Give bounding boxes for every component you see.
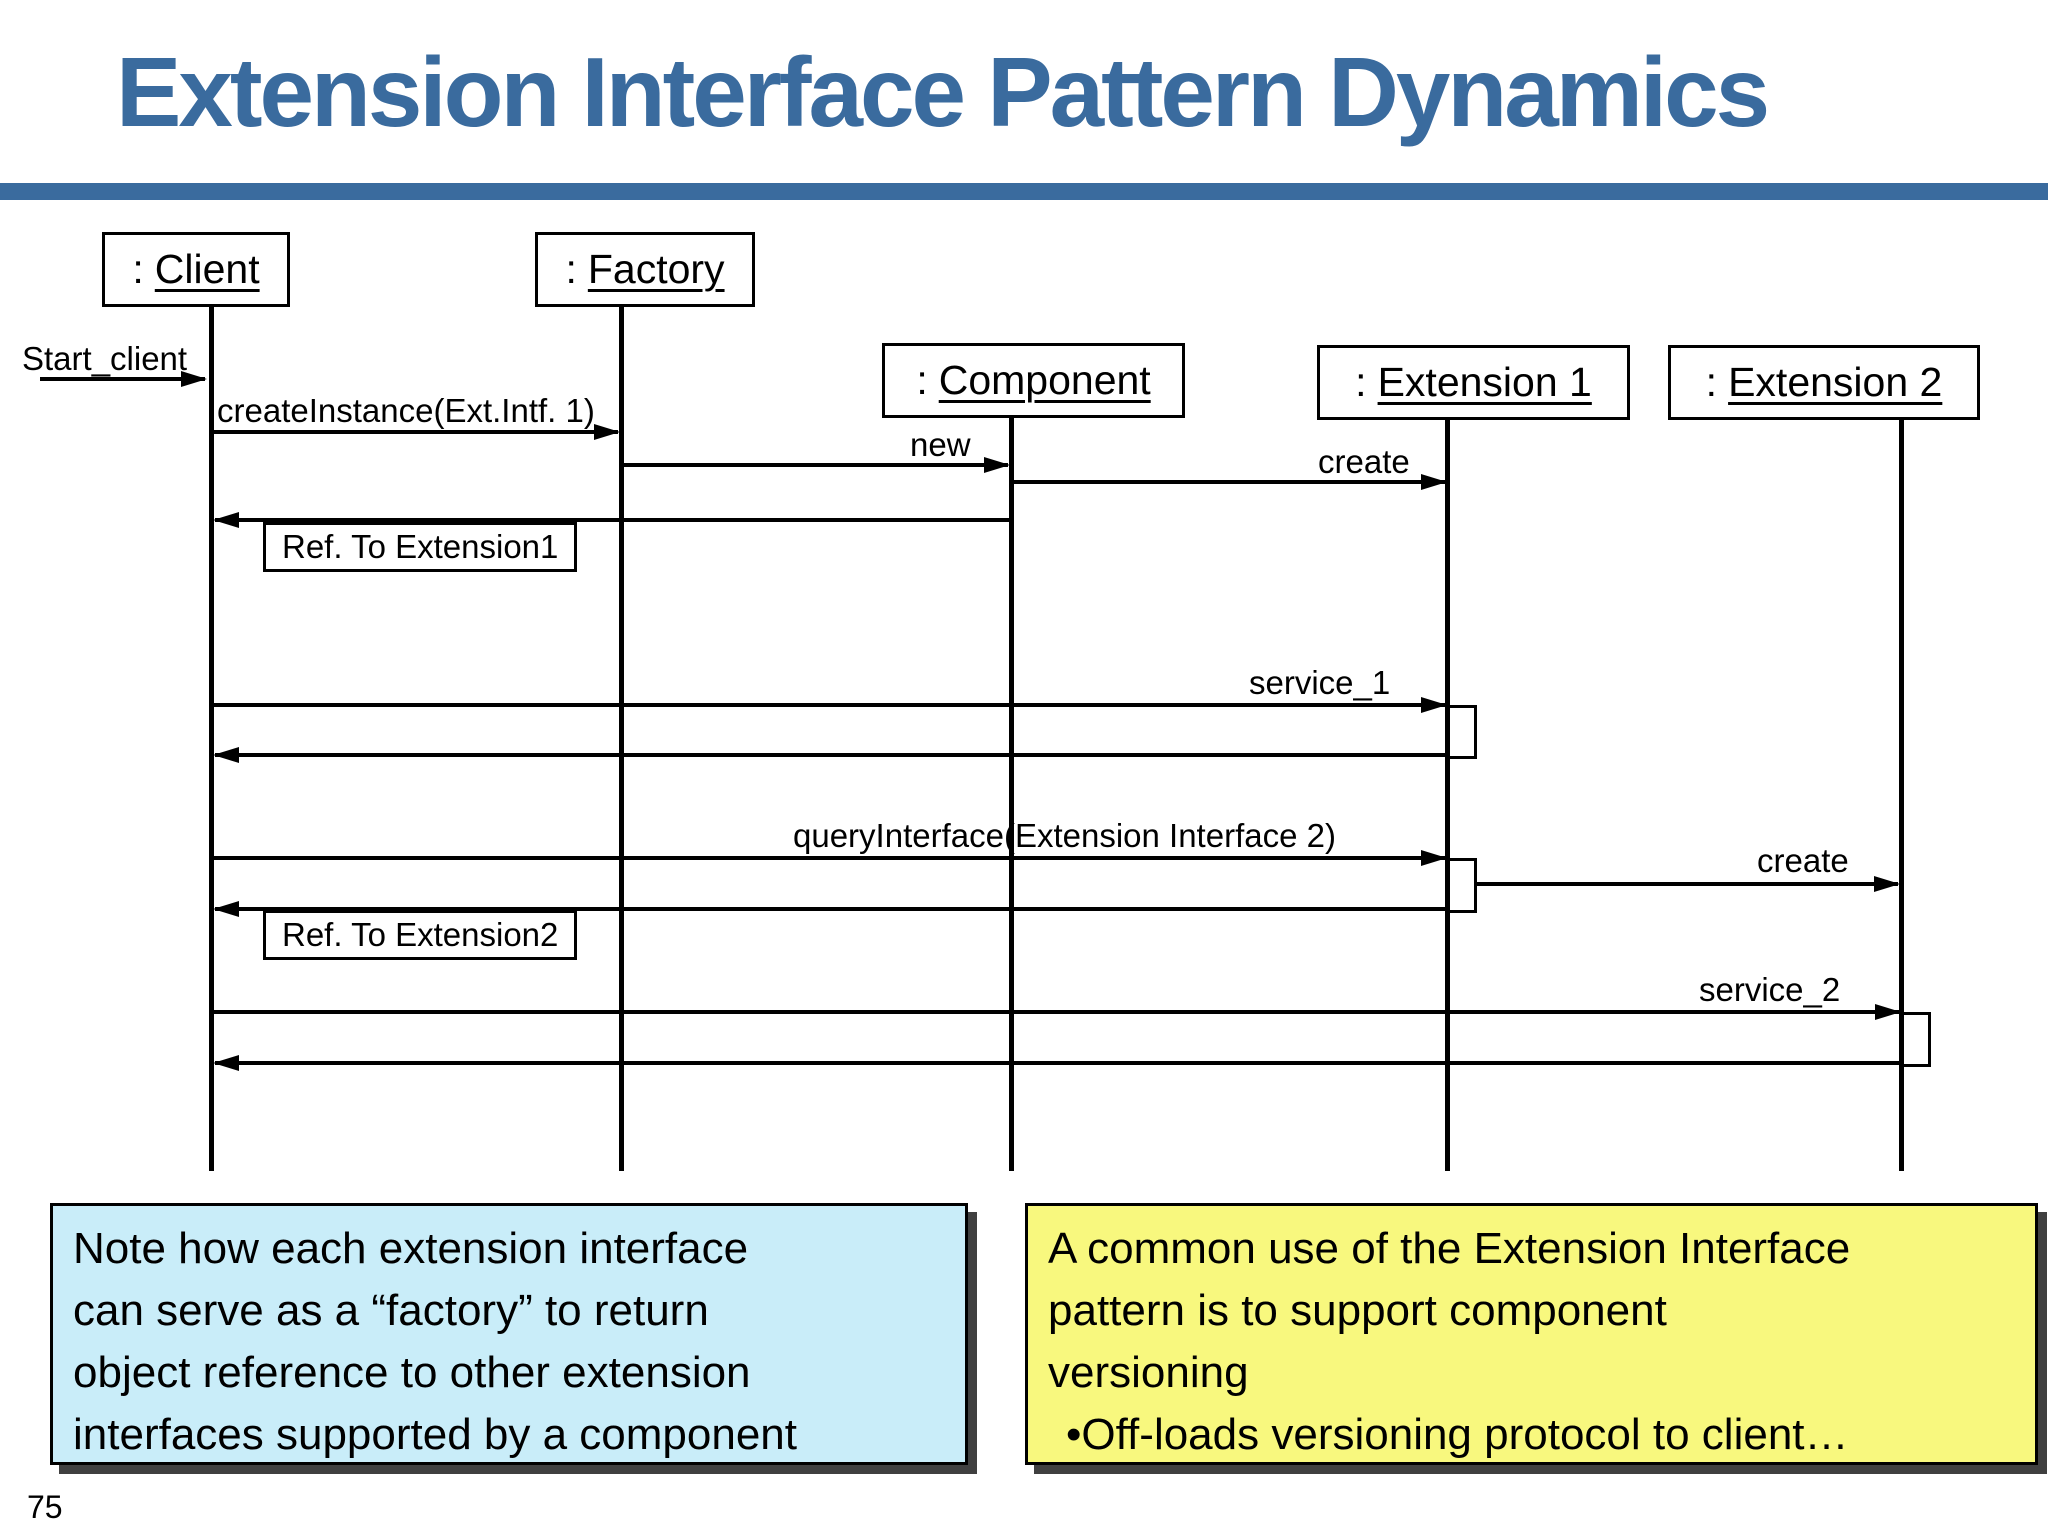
create-extension1-arrow <box>1012 474 1447 490</box>
create-extension2-arrow <box>1476 876 1900 892</box>
new-label: new <box>910 426 971 463</box>
note-left-line: Note how each extension interface <box>73 1224 749 1273</box>
activation-extension1-query <box>1447 858 1477 913</box>
activation-extension2-service2 <box>1901 1012 1931 1067</box>
lifeline-extension2 <box>1899 420 1904 1171</box>
create-instance-label: createInstance(Ext.Intf. 1) <box>217 392 595 429</box>
object-box-factory: : Factory <box>535 232 755 307</box>
service1-return-arrow <box>213 747 1447 763</box>
object-name-extension2: Extension 2 <box>1728 359 1943 405</box>
return-ref-extension1-arrow <box>213 512 1011 528</box>
colon-prefix: : <box>565 246 577 292</box>
colon-prefix: : <box>1355 359 1367 405</box>
object-name-extension1: Extension 1 <box>1377 359 1592 405</box>
start-client-arrow <box>40 371 207 387</box>
note-right-bullet-text: Off-loads versioning protocol to client… <box>1081 1410 1849 1459</box>
lifeline-component <box>1009 418 1014 1171</box>
service1-arrow <box>211 697 1447 713</box>
activation-extension1-service1 <box>1447 705 1477 759</box>
object-name-factory: Factory <box>587 246 725 292</box>
query-interface-label: queryInterface(Extension Interface 2) <box>793 817 1336 854</box>
page-number: 75 <box>27 1489 63 1525</box>
note-left-line: object reference to other extension <box>73 1348 751 1397</box>
note-right-line: versioning <box>1048 1348 1249 1397</box>
lifeline-factory <box>619 307 624 1171</box>
start-client-label: Start_client <box>22 340 188 377</box>
service1-label: service_1 <box>1249 664 1391 701</box>
object-box-extension1: : Extension 1 <box>1317 345 1630 420</box>
object-box-component: : Component <box>882 343 1185 418</box>
ref-extension1-box: Ref. To Extension1 <box>263 522 578 572</box>
title-rule <box>0 183 2048 200</box>
object-name-client: Client <box>154 246 260 292</box>
note-right-line: pattern is to support component <box>1048 1286 1667 1335</box>
create-instance-arrow <box>211 424 620 440</box>
bullet-icon: • <box>1066 1410 1082 1459</box>
note-right-line: A common use of the Extension Interface <box>1048 1224 1851 1273</box>
return-ref-extension2-arrow <box>213 901 1447 917</box>
note-left-line: interfaces supported by a component <box>73 1410 798 1459</box>
object-name-component: Component <box>938 357 1151 403</box>
ref-extension2-box: Ref. To Extension2 <box>263 910 578 960</box>
colon-prefix: : <box>132 246 144 292</box>
service2-return-arrow <box>213 1055 1901 1071</box>
query-interface-arrow <box>211 850 1447 866</box>
colon-prefix: : <box>1705 359 1718 405</box>
note-box-right: A common use of the Extension Interface … <box>1025 1203 2038 1465</box>
note-left-line: can serve as a “factory” to return <box>73 1286 709 1335</box>
service2-arrow <box>211 1004 1901 1020</box>
note-box-left: Note how each extension interface can se… <box>50 1203 968 1465</box>
create-extension2-label: create <box>1757 842 1849 879</box>
object-box-extension2: : Extension 2 <box>1668 345 1980 420</box>
note-right-bullet-item: •Off-loads versioning protocol to client… <box>1048 1404 2015 1466</box>
lifeline-client <box>209 307 214 1171</box>
page-title: Extension Interface Pattern Dynamics <box>116 37 1770 147</box>
colon-prefix: : <box>916 357 928 403</box>
lifeline-extension1 <box>1445 420 1450 1171</box>
service2-label: service_2 <box>1699 971 1841 1008</box>
new-arrow <box>622 457 1010 473</box>
object-box-client: : Client <box>102 232 290 307</box>
create-extension1-label: create <box>1318 443 1410 480</box>
